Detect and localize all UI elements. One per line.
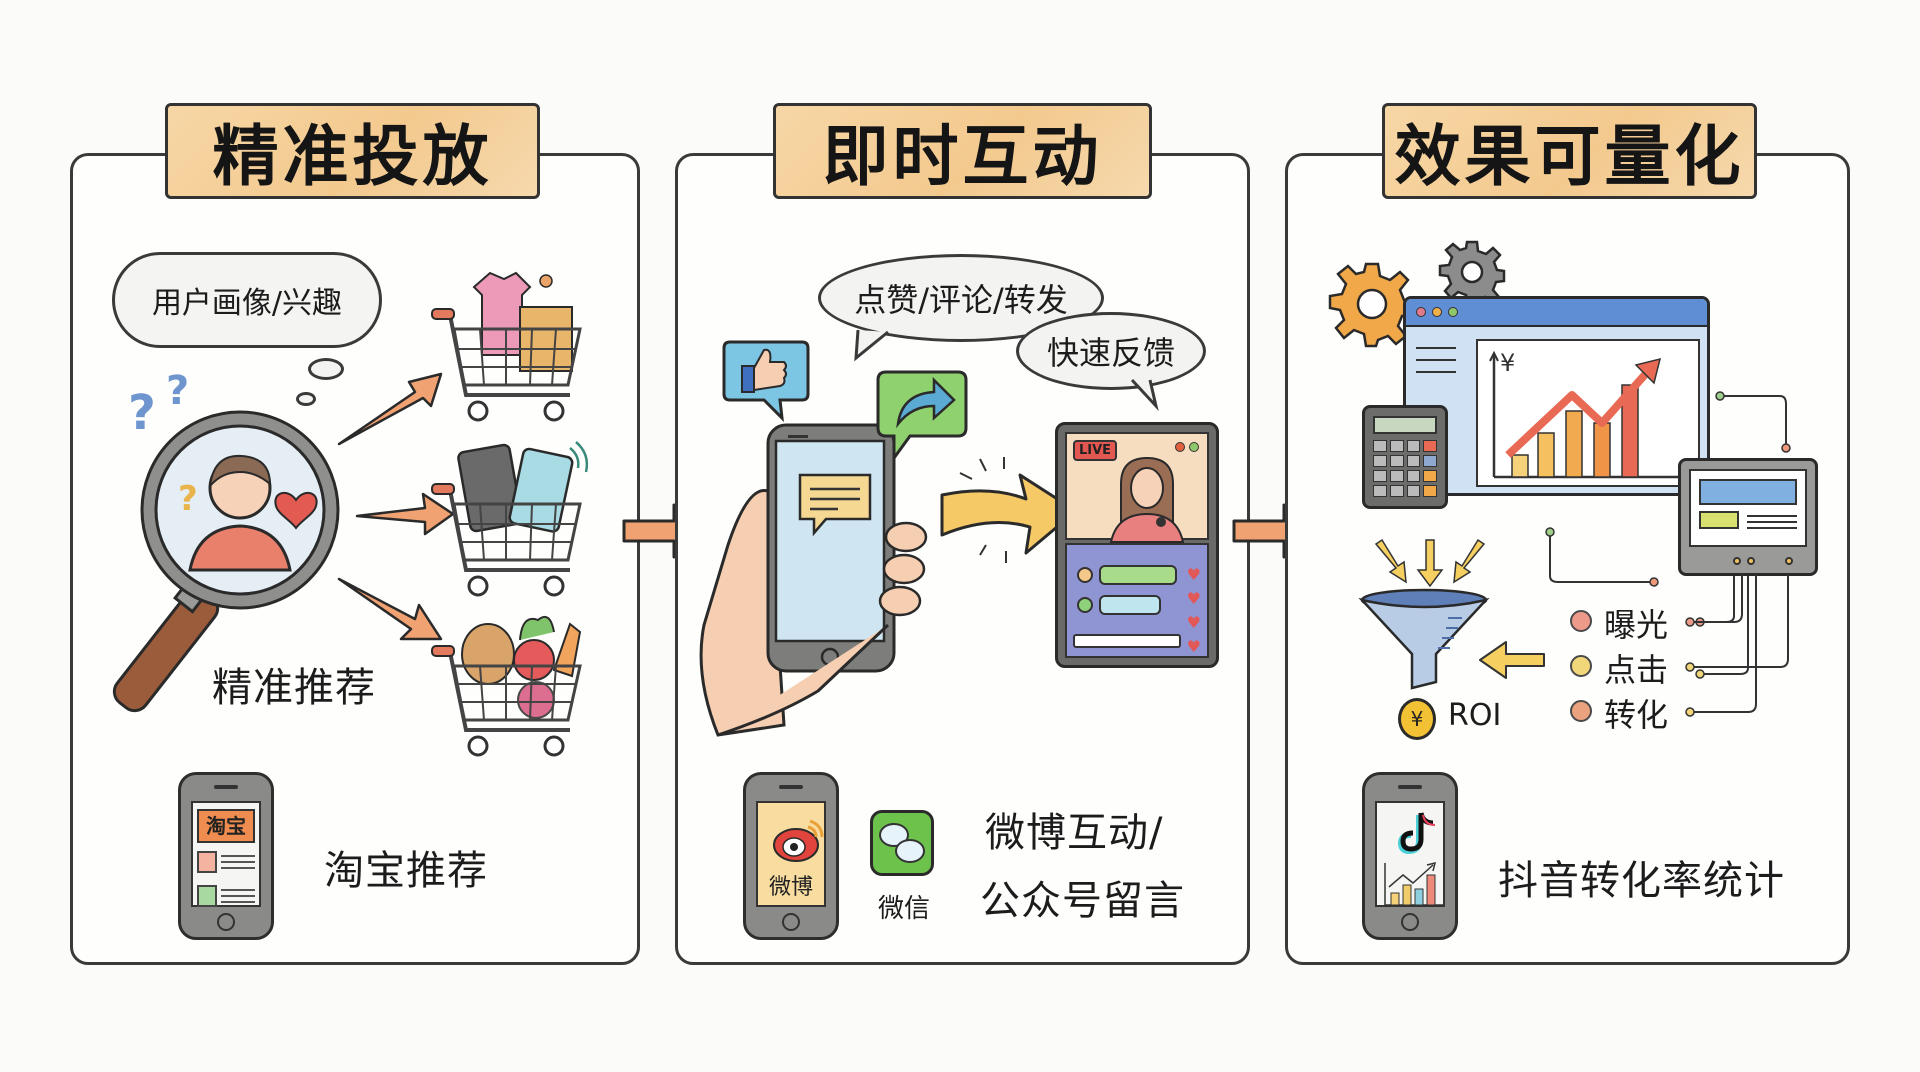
live-stream-tablet: LIVE ♥ ♥ ♥ ♥ bbox=[1055, 422, 1219, 668]
conversion-funnel-icon bbox=[1358, 588, 1490, 690]
rising-bar-chart-icon bbox=[1489, 350, 1691, 482]
inflow-arrows-icon bbox=[1374, 538, 1486, 588]
metric-label-click: 点击 bbox=[1604, 651, 1669, 689]
weibo-phone-icon: 微博 bbox=[743, 772, 839, 940]
svg-text:?: ? bbox=[178, 479, 198, 519]
wechat-app-icon bbox=[870, 810, 934, 876]
analytics-dashboard-window: ¥ bbox=[1403, 296, 1710, 496]
taobao-app-logo: 淘宝 bbox=[197, 809, 255, 843]
connector-lines bbox=[1545, 391, 1791, 679]
speech-bubble-tail bbox=[1130, 378, 1159, 412]
calculator-icon bbox=[1362, 405, 1448, 509]
roi-label: ROI bbox=[1448, 698, 1502, 733]
gear-orange-icon bbox=[1328, 262, 1416, 348]
metric-label-conversion: 转化 bbox=[1604, 696, 1669, 734]
douyin-phone-icon bbox=[1362, 772, 1458, 940]
metric-label-exposure: 曝光 bbox=[1604, 606, 1669, 644]
caption-precise-recommendation: 精准推荐 bbox=[212, 665, 376, 711]
metric-dot-exposure bbox=[1570, 610, 1592, 632]
share-arrow-bubble-icon bbox=[876, 370, 968, 463]
monitor-device-icon bbox=[1678, 458, 1818, 576]
streamer-avatar-icon bbox=[1109, 456, 1185, 543]
chart-currency-symbol: ¥ bbox=[1500, 349, 1516, 377]
speech-bubble-quick-feedback: 快速反馈 bbox=[1016, 312, 1206, 390]
caption-douyin-conversion-stats: 抖音转化率统计 bbox=[1498, 858, 1785, 904]
weibo-logo-icon bbox=[773, 819, 824, 862]
thought-cloud-user-profile: 用户画像/兴趣 bbox=[112, 252, 382, 348]
metric-connector-lines bbox=[1685, 574, 1789, 717]
shopping-cart-electronics-icon bbox=[431, 441, 589, 597]
taobao-phone-icon: 淘宝 bbox=[178, 772, 274, 940]
heart-icon: ♥ bbox=[1186, 613, 1201, 632]
panel-title-instant-interaction: 即时互动 bbox=[773, 103, 1152, 199]
heart-icon: ♥ bbox=[1186, 589, 1201, 608]
arrow-to-clothing-cart-icon bbox=[337, 372, 443, 446]
thought-bubble-tiny bbox=[296, 392, 316, 406]
douyin-logo-icon bbox=[1397, 812, 1436, 855]
question-mark-icon: ? bbox=[128, 385, 156, 441]
heart-icon: ♥ bbox=[1186, 565, 1201, 584]
caption-wechat-comments: 公众号留言 bbox=[980, 878, 1185, 924]
heart-icon: ♥ bbox=[1186, 637, 1201, 656]
shopping-cart-clothing-icon bbox=[431, 271, 582, 422]
roi-coin-symbol: ¥ bbox=[1410, 707, 1424, 731]
live-badge: LIVE bbox=[1073, 440, 1118, 461]
caption-weibo-interaction: 微博互动/ bbox=[985, 810, 1164, 856]
thumbs-up-bubble-icon bbox=[722, 340, 810, 423]
shopping-cart-groceries-icon bbox=[431, 616, 582, 757]
thought-bubble-small bbox=[308, 358, 344, 380]
mini-bar-chart-icon bbox=[1384, 861, 1445, 906]
panel-title-precise-targeting: 精准投放 bbox=[165, 103, 540, 199]
question-mark-icon: ? bbox=[166, 368, 190, 414]
metric-dot-click bbox=[1570, 655, 1592, 677]
panel-title-measurable-results: 效果可量化 bbox=[1382, 103, 1757, 199]
gear-gray-icon bbox=[1438, 240, 1506, 306]
weibo-app-label: 微博 bbox=[768, 875, 813, 900]
metrics-to-funnel-arrow-icon bbox=[1479, 641, 1545, 679]
wechat-app-label: 微信 bbox=[878, 894, 931, 924]
arrow-to-groceries-cart-icon bbox=[337, 577, 443, 641]
speech-bubble-tail bbox=[854, 329, 889, 362]
roi-coin-icon: ¥ bbox=[1398, 698, 1436, 740]
hand-holding-phone-icon bbox=[699, 423, 928, 737]
caption-taobao-recommendation: 淘宝推荐 bbox=[324, 848, 488, 894]
metric-dot-conversion bbox=[1570, 700, 1592, 722]
flow-arrow-to-live-icon bbox=[940, 457, 1078, 563]
magnifying-glass-user-icon: ? bbox=[112, 410, 340, 713]
